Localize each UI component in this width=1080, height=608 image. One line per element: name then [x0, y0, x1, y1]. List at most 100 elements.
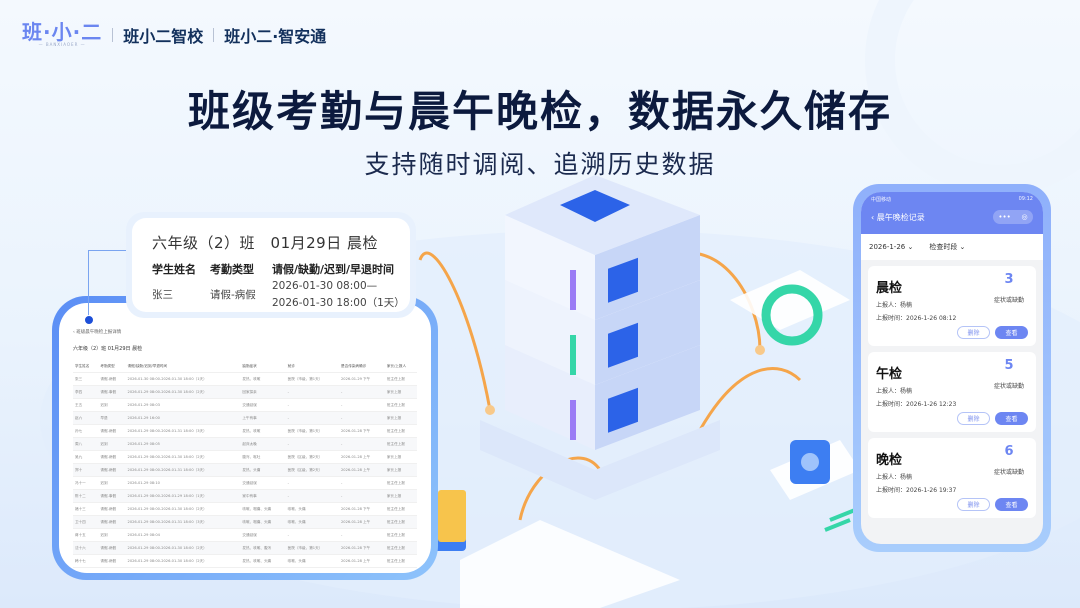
back-link[interactable]: ‹ 班级晨午晚检上报详情 — [73, 330, 122, 335]
table-cell: 2026-01-29 08:00-2026-01-29 18:00（1天） — [125, 489, 241, 503]
table-cell: 陈十二 — [73, 489, 99, 503]
period-filter[interactable]: 检查时段 ⌄ — [929, 243, 966, 251]
delete-button[interactable]: 删除 — [957, 326, 990, 339]
table-cell: 医院（市级，第1天） — [285, 424, 340, 438]
table-cell: 请假-病假 — [98, 372, 126, 386]
mini-program-capsule[interactable]: ••• ◎ — [993, 210, 1033, 224]
table-cell: 发热、头痛 — [240, 463, 286, 477]
table-cell: 2026-01-28 上午 — [339, 515, 385, 529]
table-cell: 赵六 — [73, 411, 99, 425]
column-header: 家长/上报人 — [384, 360, 417, 373]
close-target-icon[interactable]: ◎ — [1021, 213, 1028, 221]
reporter-label: 上报人： — [876, 388, 901, 395]
status-bar: 中国移动 09:12 — [871, 196, 1033, 203]
table-cell: 孙七 — [73, 424, 99, 438]
table-cell: 褚十三 — [73, 502, 99, 516]
table-cell: - — [339, 398, 385, 412]
table-cell: 王五 — [73, 398, 99, 412]
clock: 09:12 — [1018, 196, 1033, 202]
count-label: 症状或缺勤 — [993, 469, 1024, 476]
table-cell: 请假-病假 — [98, 450, 126, 464]
table-cell: - — [285, 476, 340, 490]
table-cell: - — [339, 528, 385, 542]
view-button[interactable]: 查看 — [995, 412, 1028, 425]
view-button[interactable]: 查看 — [995, 498, 1028, 511]
leave-start: 2026-01-30 08:00— — [272, 280, 378, 292]
table-cell: 咳嗽、咽痛、头痛 — [240, 515, 286, 529]
delete-button[interactable]: 删除 — [957, 498, 990, 511]
nav-back-title[interactable]: ‹ 晨午晚检记录 — [871, 212, 925, 223]
check-period: 晚检 — [876, 453, 903, 468]
table-cell: 请假-病假 — [98, 424, 126, 438]
column-header: 请假/缺勤/迟到/早退时间 — [125, 360, 241, 373]
connector-dot — [84, 315, 94, 325]
view-button[interactable]: 查看 — [995, 326, 1028, 339]
report-time-label: 上报时间： — [876, 487, 907, 494]
table-cell: 请假-事假 — [98, 385, 126, 399]
table-cell: 班主任上报 — [384, 528, 417, 542]
table-cell: 2026-01-29 08:10 — [125, 476, 241, 490]
symptom-count: 3 症状或缺勤 — [994, 272, 1024, 306]
table-cell: - — [339, 437, 385, 451]
table-cell: 交通延误 — [240, 528, 286, 542]
reporter: 上报人：杨楠 — [876, 386, 1028, 395]
table-cell: 发热、咳嗽、头痛 — [240, 554, 286, 568]
count-label: 症状或缺勤 — [993, 383, 1024, 390]
report-time-label: 上报时间： — [876, 401, 907, 408]
table-cell: 咳嗽、咽痛、头痛 — [240, 502, 286, 516]
table-cell: 2026-01-29 08:00-2026-01-30 18:00（2天） — [125, 502, 241, 516]
delete-button[interactable]: 删除 — [957, 412, 990, 425]
table-cell: 请假-病假 — [98, 502, 126, 516]
table-cell: 郑十 — [73, 463, 99, 477]
table-cell: 李四 — [73, 385, 99, 399]
table-cell: 2026-01-29 08:00-2026-01-30 18:00（2天） — [125, 554, 241, 568]
table-cell: 家长上报 — [384, 463, 417, 477]
check-period: 午检 — [876, 367, 903, 382]
column-header: 是否传染病确诊 — [339, 360, 385, 373]
count-label: 症状或缺勤 — [993, 297, 1024, 304]
brand-name-school: 班小二智校 — [123, 26, 204, 46]
count-value: 5 — [1004, 358, 1014, 373]
table-cell: 2026-01-29 08:00-2026-01-30 18:00（2天） — [125, 385, 241, 399]
table-cell: 回家探亲 — [240, 385, 286, 399]
headline: 班级考勤与晨午晚检，数据永久储存 — [187, 87, 892, 136]
table-cell: 2026-01-29 08:03 — [125, 398, 241, 412]
table-cell: - — [339, 385, 385, 399]
date-filter[interactable]: 2026-1-26 ⌄ — [869, 243, 914, 251]
back-icon[interactable]: ‹ — [871, 212, 877, 222]
table-cell: 2026-01-28 下午 — [339, 541, 385, 555]
brand-name-safety: 班小二·智安通 — [224, 26, 327, 46]
table-cell: - — [339, 476, 385, 490]
table-cell: 2026-01-28 上午 — [339, 450, 385, 464]
count-value: 3 — [1004, 272, 1014, 287]
table-cell: 发热、咳嗽、腹泻 — [240, 541, 286, 555]
table-cell: 2026-01-29 08:00-2026-01-31 18:00（3天） — [125, 463, 241, 477]
table-cell: 班主任上报 — [384, 476, 417, 490]
table-cell: 家长上报 — [384, 489, 417, 503]
table-cell: 吴九 — [73, 450, 99, 464]
more-icon[interactable]: ••• — [998, 213, 1011, 221]
table-cell: 交通延误 — [240, 398, 286, 412]
column-header: 缺勤症状 — [240, 360, 286, 373]
student-name: 张三 — [152, 289, 173, 301]
carrier: 中国移动 — [871, 197, 892, 203]
table-cell: 医院（市级，第1天） — [285, 541, 340, 555]
divider — [213, 27, 215, 42]
